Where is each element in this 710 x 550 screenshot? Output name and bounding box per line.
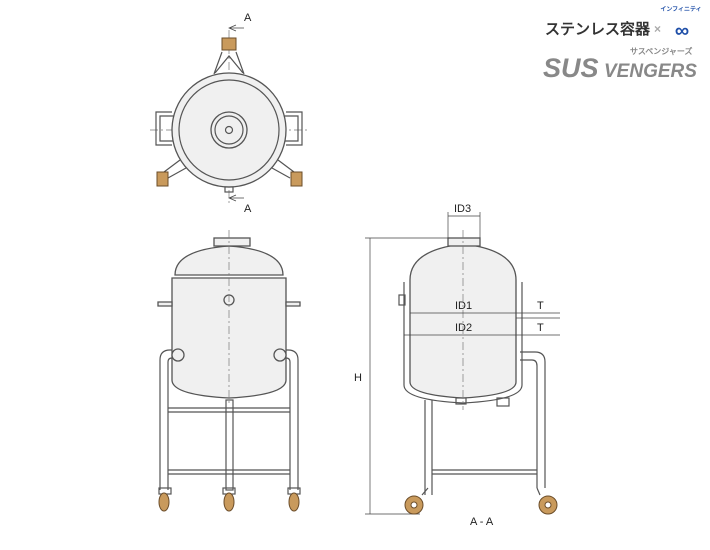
logo-vengers-caption: サスペンジャーズ: [630, 46, 692, 56]
logo-sus: SUS: [543, 53, 599, 83]
logo-times: ×: [654, 22, 661, 36]
logo-text-stainless-vessel: ステンレス容器: [545, 20, 651, 38]
dim-id3: ID3: [454, 203, 471, 215]
section-mark-top: A: [244, 12, 252, 24]
dim-id2: ID2: [455, 322, 472, 334]
dim-t-outer: T: [537, 300, 544, 312]
dim-id1: ID1: [455, 300, 472, 312]
caster-wheel-icon: [158, 487, 301, 512]
section-mark-bottom: A: [244, 203, 252, 215]
logo-vengers: VENGERS: [604, 61, 697, 82]
brand-logo: ステンレス容器 インフィニティ × ∞ SUS VENGERS サスペンジャーズ: [543, 6, 702, 83]
top-view: A A: [150, 12, 310, 215]
logo-infinity-icon: ∞: [675, 20, 689, 42]
dim-h: H: [354, 372, 362, 384]
caster-wheel-icon: [221, 37, 237, 51]
caster-wheel-icon: [156, 171, 169, 187]
section-view: ID3 ID1 ID2 T T H A - A: [354, 203, 560, 528]
logo-infinity-caption: インフィニティ: [660, 6, 701, 13]
section-caption: A - A: [470, 516, 494, 528]
caster-wheel-icon: [404, 487, 558, 515]
dim-t-inner: T: [537, 322, 544, 334]
caster-wheel-icon: [290, 171, 303, 187]
front-view: [157, 230, 301, 512]
